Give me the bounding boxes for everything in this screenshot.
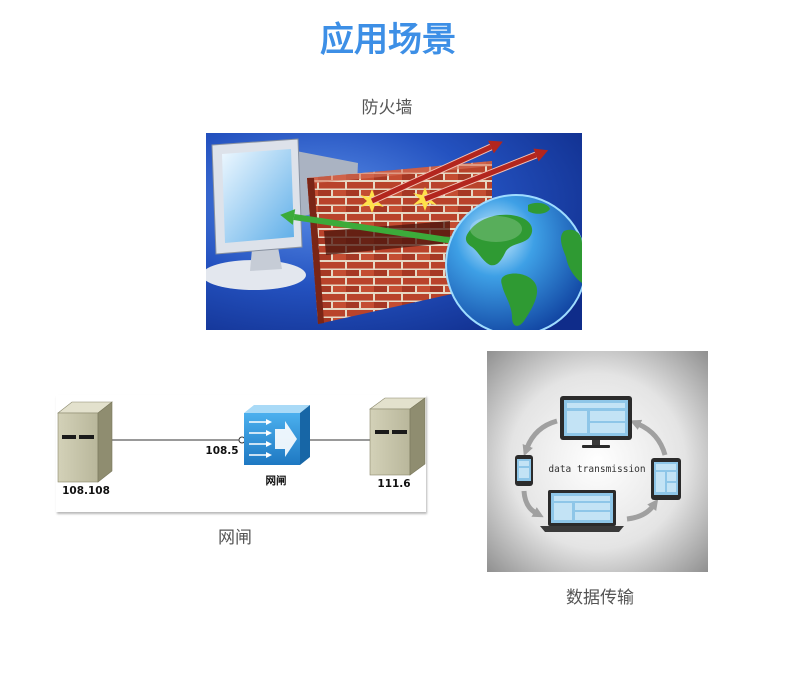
wall-edge <box>307 178 324 324</box>
server-front <box>57 412 99 483</box>
switch-top <box>244 405 310 413</box>
screen-panel <box>567 403 625 408</box>
data-transmission-caption: 数据传输 <box>566 588 634 608</box>
tablet-icon <box>651 458 681 500</box>
screen-panel <box>554 503 572 520</box>
green-arrow-head <box>280 209 296 225</box>
data-transmission-illustration: data transmission <box>487 351 708 572</box>
monitor-base <box>582 445 610 448</box>
red-arrow-head <box>533 148 549 162</box>
firewall-caption: 防火墙 <box>361 98 413 118</box>
sync-arrow <box>522 418 558 457</box>
gateway-diagram: 108.108 108.5 网闸 <box>56 395 426 512</box>
screen-panel <box>575 503 610 510</box>
gateway-switch-icon <box>244 405 310 465</box>
laptop-base <box>540 526 624 532</box>
switch-side <box>300 405 310 465</box>
monitor-screen <box>222 149 294 243</box>
data-transmission-label: data transmission <box>548 464 645 475</box>
firewall-illustration <box>206 133 582 330</box>
server-side <box>409 397 426 476</box>
screen-panel <box>567 411 587 433</box>
screen-panel <box>575 512 610 520</box>
screen-panel <box>519 468 529 478</box>
switch-big-arrow <box>275 421 297 457</box>
server-slot <box>392 430 407 434</box>
server-slot <box>79 435 94 439</box>
left-server-icon <box>57 401 113 483</box>
screen-panel <box>590 411 625 421</box>
server-slot <box>375 430 389 434</box>
monitor-neck <box>250 247 282 271</box>
sync-arrow <box>626 498 659 522</box>
impact-star <box>413 187 437 211</box>
right-server-icon <box>369 397 426 476</box>
globe-highlight <box>470 216 522 242</box>
page-title: 应用场景 <box>320 20 456 60</box>
switch-arrow-head <box>266 441 272 447</box>
screen-panel <box>656 464 676 470</box>
server-slot <box>62 435 76 439</box>
gateway-device-label: 网闸 <box>266 474 287 487</box>
right-server-ip-label: 111.6 <box>377 478 410 490</box>
server-front <box>369 408 411 476</box>
phone-icon <box>515 455 533 486</box>
monitor-icon <box>560 396 632 448</box>
screen-panel <box>667 472 676 481</box>
globe-land <box>528 202 550 214</box>
switch-arrow-rows <box>249 421 267 456</box>
red-arrow-shaft <box>424 152 537 202</box>
sync-arrow <box>521 490 544 518</box>
laptop-icon <box>540 490 624 532</box>
gateway-ip-label: 108.5 <box>205 445 238 457</box>
monitor-neck <box>592 440 600 445</box>
screen-panel <box>590 423 625 433</box>
globe-land <box>560 229 582 283</box>
switch-arrow-head <box>266 452 272 458</box>
switch-arrow-head <box>266 430 272 436</box>
globe-land <box>501 273 538 326</box>
switch-arrow-head <box>266 419 272 425</box>
red-arrow-icon <box>370 140 549 205</box>
screen-panel <box>667 483 676 492</box>
globe-land <box>465 214 533 266</box>
left-server-ip-label: 108.108 <box>62 485 110 497</box>
server-side <box>97 401 113 483</box>
globe-icon <box>445 194 582 330</box>
wall-hole <box>324 221 450 255</box>
green-arrow-icon <box>280 209 455 244</box>
green-arrow-shaft <box>293 214 455 244</box>
gateway-caption: 网闸 <box>218 528 252 548</box>
red-arrow-head <box>488 140 503 154</box>
screen-panel <box>656 472 665 492</box>
screen-panel <box>519 461 529 466</box>
screen-panel <box>554 496 610 501</box>
sync-arrow <box>629 419 668 456</box>
sync-arrow-icon <box>521 418 668 522</box>
gateway-diagram-canvas: 108.108 108.5 网闸 <box>57 397 426 497</box>
red-arrow-shaft <box>370 144 493 204</box>
